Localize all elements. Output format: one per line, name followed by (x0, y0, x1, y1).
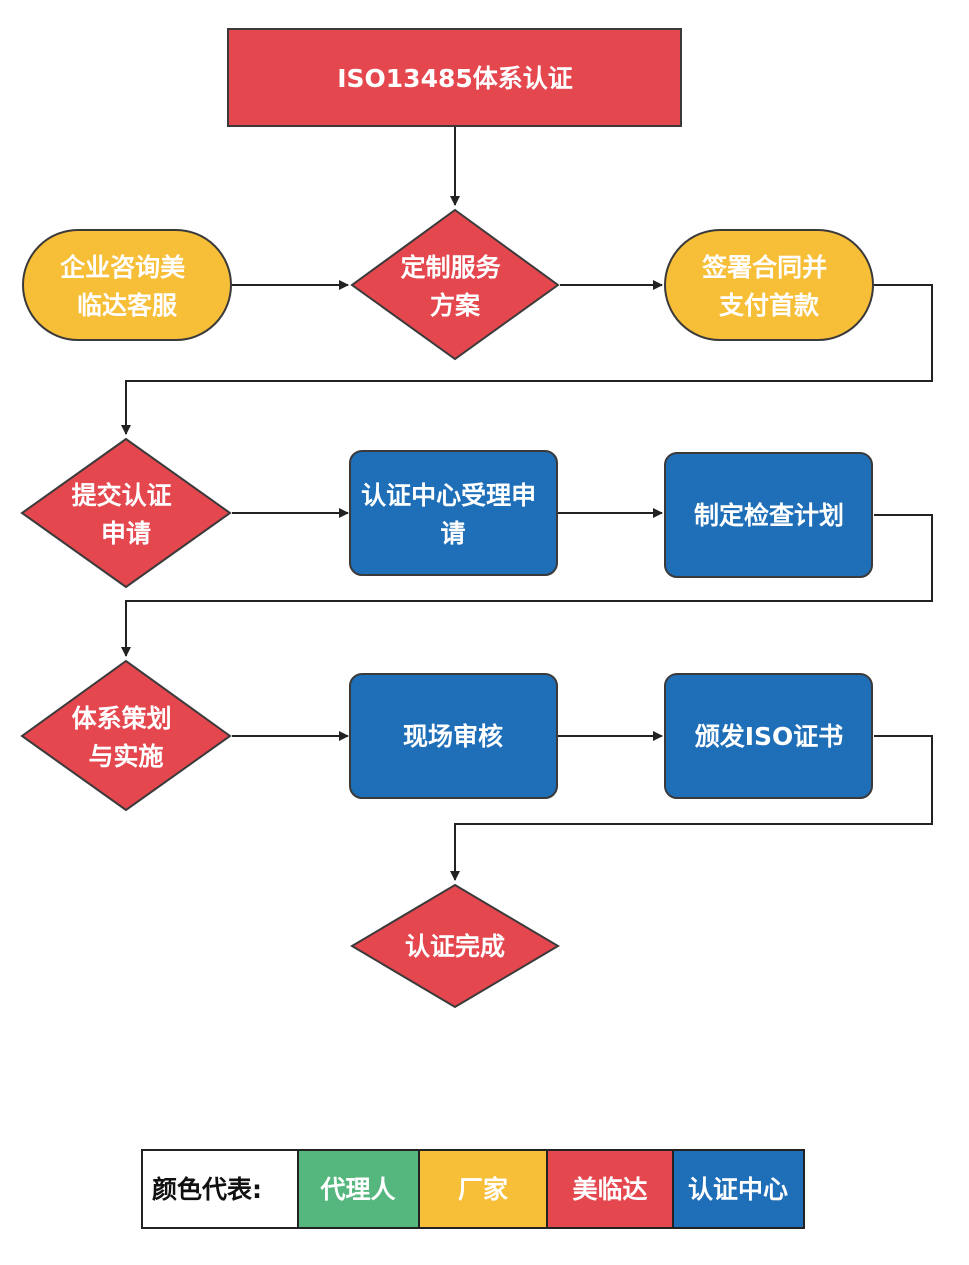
node-system-text: 体系策划 与实施 (72, 704, 181, 771)
node-consult-text: 企业咨询美 临达客服 (60, 253, 194, 320)
node-consult: 企业咨询美 临达客服 (22, 229, 232, 341)
legend-swatch-agent (297, 1149, 420, 1229)
node-done: 认证完成 (350, 883, 560, 1009)
edges (121, 126, 933, 881)
node-inspect-plan-text: 制定检查计划 (694, 501, 844, 530)
node-contract-text: 签署合同并 支付首款 (701, 253, 836, 320)
node-submit: 提交认证 申请 (20, 437, 232, 589)
node-done-text: 认证完成 (405, 932, 505, 961)
node-contract: 签署合同并 支付首款 (664, 229, 874, 341)
node-accept-text: 认证中心受理申 请 (361, 481, 545, 548)
legend-label: 颜色代表: (152, 1175, 262, 1204)
node-title: ISO13485体系认证 (227, 28, 682, 127)
legend-swatch-cert-center (672, 1149, 805, 1229)
legend-swatch-meilinda (546, 1149, 674, 1229)
edge-inspect-to-system (121, 514, 933, 657)
node-system: 体系策划 与实施 (20, 659, 232, 812)
edge-contract-to-submit (121, 284, 933, 435)
node-plan: 定制服务 方案 (350, 208, 560, 361)
node-inspect-plan: 制定检查计划 (664, 452, 873, 578)
legend-item-cert-center: 认证中心 (688, 1175, 788, 1204)
node-audit-text: 现场审核 (403, 722, 503, 751)
node-submit-text: 提交认证 申请 (72, 481, 181, 548)
edge-issue-to-done (450, 735, 933, 881)
legend-swatch-manufacturer (418, 1149, 548, 1229)
node-title-text: ISO13485体系认证 (337, 64, 573, 93)
legend-item-meilinda: 美临达 (572, 1175, 647, 1204)
node-plan-text: 定制服务 方案 (401, 253, 510, 320)
legend: 颜色代表: 代理人 厂家 美临达 认证中心 (141, 1149, 805, 1229)
node-issue: 颁发ISO证书 (664, 673, 873, 799)
node-issue-text: 颁发ISO证书 (695, 722, 844, 751)
node-audit: 现场审核 (349, 673, 558, 799)
node-accept: 认证中心受理申 请 (349, 450, 558, 576)
legend-item-manufacturer: 厂家 (458, 1175, 508, 1204)
legend-item-agent: 代理人 (319, 1175, 395, 1204)
legend-label-cell (141, 1149, 299, 1229)
